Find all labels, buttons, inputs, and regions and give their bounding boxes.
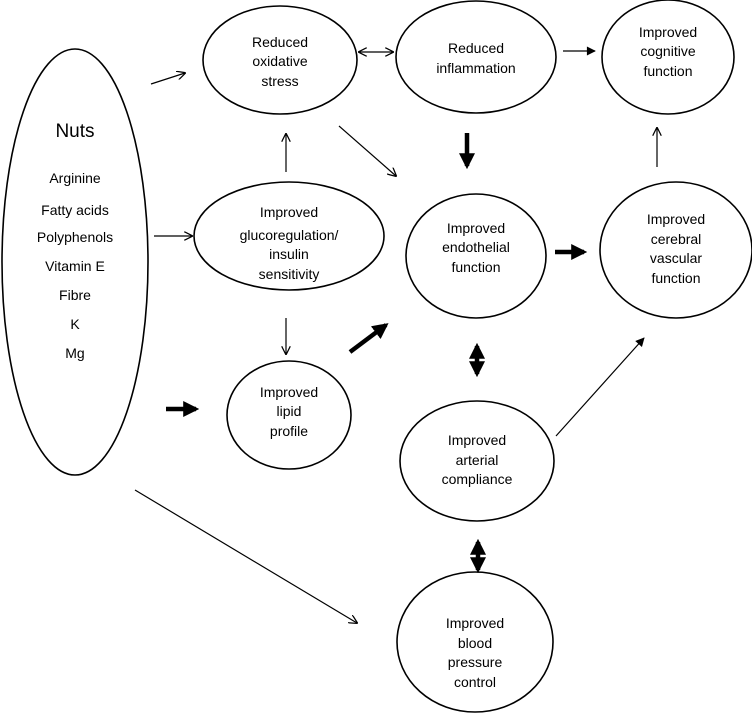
nuts-component: Arginine	[49, 170, 101, 186]
arrow-arterial-to-cerebral	[555, 337, 645, 437]
nuts-component: Fibre	[59, 287, 91, 303]
arrow-nuts-to-oxidative	[150, 73, 185, 85]
node-endothelial-function: Improved endothelial function	[405, 193, 547, 319]
node-label: Improved	[639, 24, 697, 40]
node-label: Improved	[260, 204, 318, 220]
nuts-component: Polyphenols	[37, 229, 113, 245]
node-label: blood	[458, 635, 492, 651]
node-label: function	[643, 63, 692, 79]
nuts-component: K	[70, 316, 80, 332]
node-label: Improved	[647, 211, 705, 227]
node-cognitive-function: Improved cognitive function	[601, 0, 735, 115]
nuts-title: Nuts	[55, 121, 94, 142]
node-label: cerebral	[651, 231, 702, 247]
nuts-component: Vitamin E	[45, 258, 105, 274]
node-label: Improved	[448, 432, 506, 448]
node-arterial-compliance: Improved arterial compliance	[399, 400, 555, 522]
nuts-component: Fatty acids	[41, 202, 109, 218]
nuts-node: Nuts Arginine Fatty acids Polyphenols Vi…	[1, 48, 149, 476]
node-label: sensitivity	[259, 266, 320, 282]
node-label: inflammation	[436, 60, 515, 76]
arrow-nuts-to-bp	[134, 489, 357, 623]
node-label: Reduced	[252, 34, 308, 50]
node-glucoregulation: Improved glucoregulation/ insulin sensit…	[193, 181, 385, 291]
node-label: arterial	[456, 452, 499, 468]
node-label: Reduced	[448, 40, 504, 56]
node-label: compliance	[442, 471, 513, 487]
node-label: stress	[261, 73, 298, 89]
node-label: Improved	[446, 615, 504, 631]
node-label: insulin	[269, 246, 309, 262]
node-label: glucoregulation/	[240, 227, 339, 243]
node-cerebral-vascular-function: Improved cerebral vascular function	[599, 181, 752, 319]
nuts-component: Mg	[65, 345, 84, 361]
node-label: control	[454, 674, 496, 690]
node-inflammation: Reduced inflammation	[395, 0, 557, 114]
node-label: function	[451, 259, 500, 275]
arrow-oxidative-to-endothelial	[338, 125, 396, 176]
node-label: pressure	[448, 654, 503, 670]
arrow-lipid-to-endothelial	[348, 323, 389, 354]
node-label: cognitive	[640, 43, 695, 59]
node-label: oxidative	[252, 53, 307, 69]
node-label: lipid	[277, 403, 302, 419]
node-lipid-profile: Improved lipid profile	[226, 360, 352, 470]
node-blood-pressure-control: Improved blood pressure control	[396, 571, 554, 713]
node-label: Improved	[260, 384, 318, 400]
node-label: function	[651, 270, 700, 286]
node-label: Improved	[447, 220, 505, 236]
node-label: profile	[270, 423, 308, 439]
node-oxidative-stress: Reduced oxidative stress	[202, 5, 358, 115]
node-label: vascular	[650, 250, 702, 266]
node-label: endothelial	[442, 239, 510, 255]
